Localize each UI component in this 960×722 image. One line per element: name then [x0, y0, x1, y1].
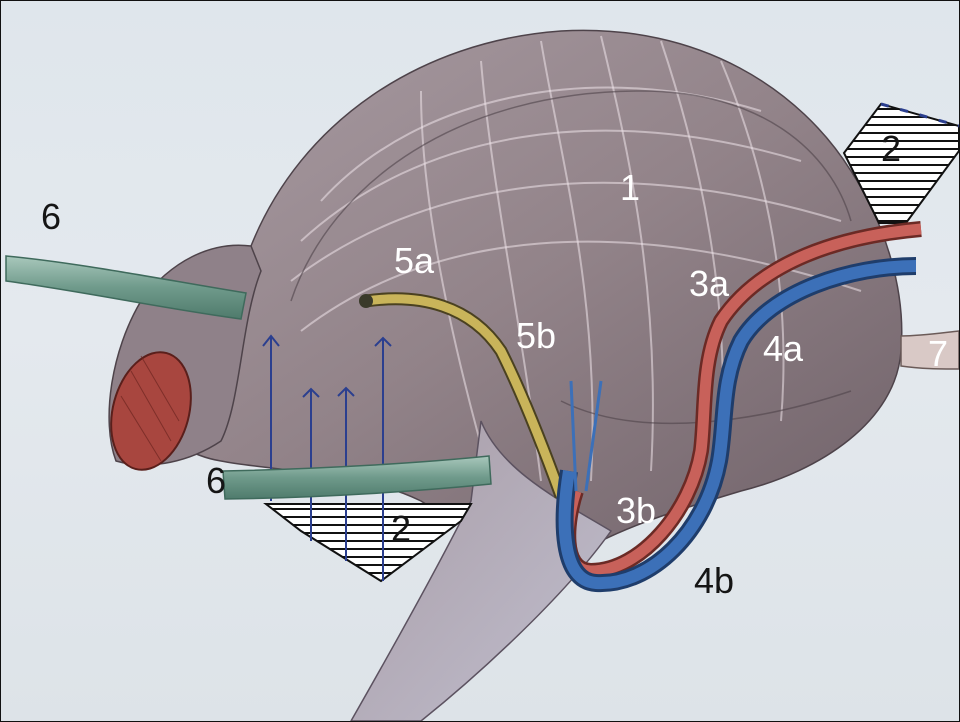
label-6-lower: 6 — [206, 460, 226, 501]
label-5a: 5a — [394, 240, 435, 281]
label-4a: 4a — [763, 328, 804, 369]
label-3a: 3a — [689, 263, 730, 304]
label-1: 1 — [620, 167, 640, 208]
label-4b: 4b — [694, 560, 734, 601]
label-2-upper: 2 — [881, 128, 901, 169]
label-3b: 3b — [616, 490, 656, 531]
label-6-upper: 6 — [41, 196, 61, 237]
label-5b: 5b — [516, 315, 556, 356]
label-7: 7 — [928, 333, 948, 374]
label-2-lower: 2 — [391, 508, 411, 549]
